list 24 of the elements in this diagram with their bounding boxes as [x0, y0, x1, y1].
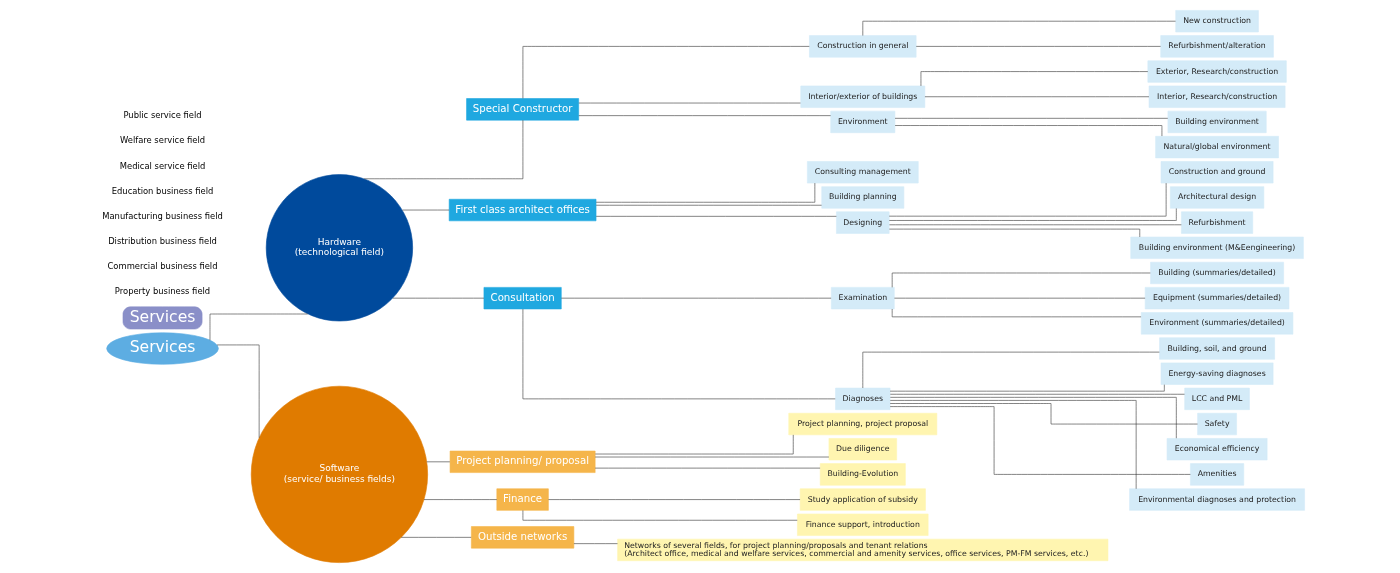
connector	[890, 397, 1177, 439]
label: Medical service field	[119, 160, 206, 171]
label: Distribution business field	[108, 236, 217, 247]
node-box: Finance	[496, 488, 549, 511]
connector	[888, 208, 1177, 221]
node-box: First class architect offices	[448, 198, 597, 222]
connector	[889, 406, 1191, 475]
connector	[889, 400, 1137, 490]
node-box: Special Constructor	[466, 98, 579, 121]
node-ellipse: Services	[106, 332, 219, 365]
node-circle: Hardware (technological field)	[265, 174, 413, 322]
label: Public service field	[123, 110, 202, 121]
label: Welfare service field	[119, 135, 206, 146]
node-box: Project planning/ proposal	[449, 450, 596, 473]
label: Property business field	[114, 286, 211, 297]
connector	[889, 403, 1198, 425]
node-box: Services	[122, 306, 203, 330]
node-box: Consultation	[483, 287, 562, 310]
connector	[894, 125, 1163, 137]
label: Commercial business field	[107, 261, 218, 272]
label: Education business field	[111, 185, 214, 196]
node-box: Outside networks	[471, 526, 575, 549]
node-circle: Software (service/ business fields)	[250, 385, 428, 563]
label: Manufacturing business field	[102, 210, 223, 221]
